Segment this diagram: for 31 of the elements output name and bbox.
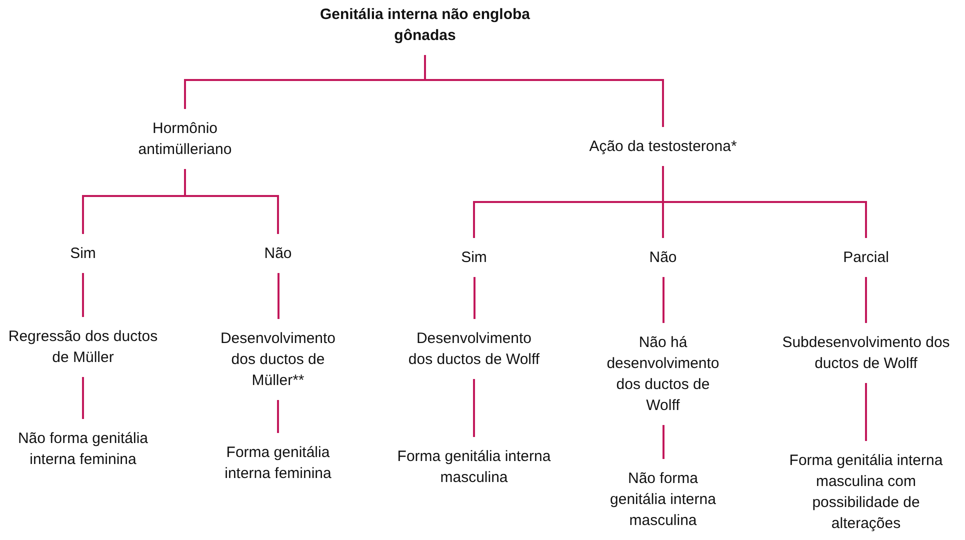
connector-line xyxy=(277,400,279,433)
node-label: Hormônio antimülleriano xyxy=(137,119,233,160)
node-label: Sim xyxy=(460,248,488,268)
node-label: Ação da testosterona* xyxy=(588,137,738,157)
node-label: Forma genitália interna masculina xyxy=(396,447,552,488)
node-label: Não xyxy=(648,248,678,268)
node-label: Não xyxy=(263,244,293,264)
node-label: Parcial xyxy=(842,248,890,268)
node-label: Não forma genitália interna feminina xyxy=(16,429,150,470)
connector-line xyxy=(474,277,476,319)
connector-line xyxy=(865,383,867,441)
connector-line xyxy=(865,277,867,323)
node-label: Sim xyxy=(69,244,97,264)
connector-line xyxy=(424,55,664,127)
connector-line xyxy=(662,166,867,238)
connector-line xyxy=(473,379,475,437)
node-label: Não forma genitália interna masculina xyxy=(609,469,717,531)
node-label: Regressão dos ductos de Müller xyxy=(7,327,159,368)
connector-line xyxy=(662,425,664,459)
connector-line xyxy=(662,277,664,323)
connector-line xyxy=(82,273,84,317)
connector-line xyxy=(82,377,84,419)
node-label: Subdesenvolvimento dos ductos de Wolff xyxy=(781,333,951,374)
node-label: Desenvolvimento dos ductos de Wolff xyxy=(407,329,541,370)
node-label: Forma genitália interna feminina xyxy=(224,443,332,484)
node-label: Genitália interna não engloba gônadas xyxy=(318,5,532,46)
connector-line xyxy=(184,169,279,234)
connector-line xyxy=(278,273,280,319)
node-label: Desenvolvimento dos ductos de Müller** xyxy=(219,329,337,391)
node-label: Não há desenvolvimento dos ductos de Wolff xyxy=(606,333,720,416)
node-label: Forma genitália interna masculina com possibilidade de alterações xyxy=(788,451,944,534)
